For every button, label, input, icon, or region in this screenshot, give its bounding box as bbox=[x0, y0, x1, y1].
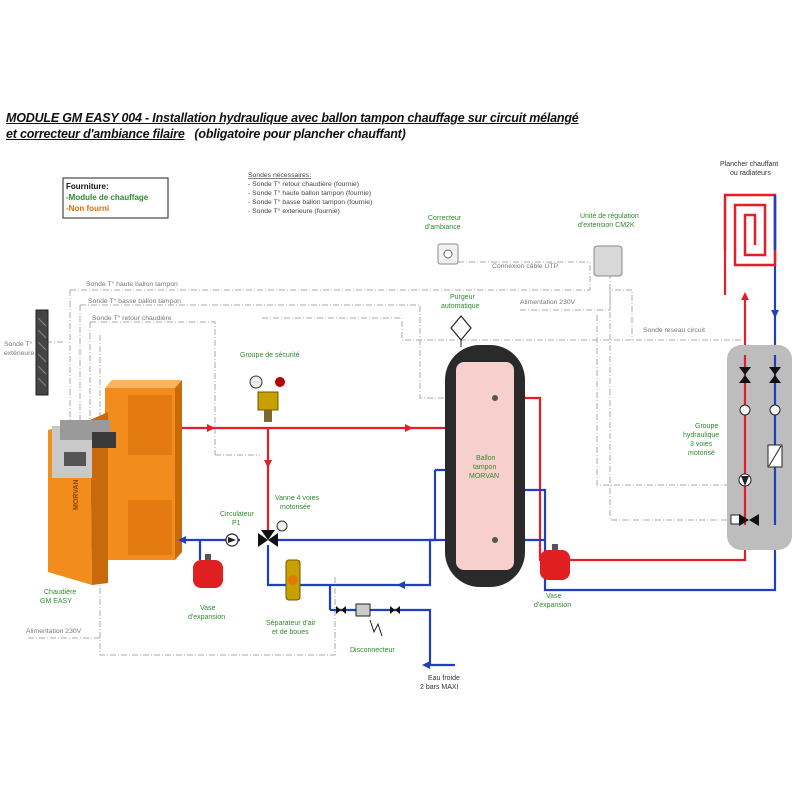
sondes-item: - Sonde T° basse ballon tampon (fournie) bbox=[248, 198, 372, 206]
label-vase2-2: d'expansion bbox=[534, 602, 571, 609]
label-eau-froide-2: 2 bars MAXI bbox=[420, 684, 459, 691]
vanne-4-voies bbox=[258, 520, 288, 547]
vase-expansion-1 bbox=[193, 554, 223, 588]
sondes-list: Sondes nécessaires: - Sonde T° retour ch… bbox=[248, 172, 372, 215]
label-separateur-1: Séparateur d'air bbox=[266, 620, 316, 627]
label-groupe-hyd-1: Groupe bbox=[695, 423, 718, 430]
legend-not-supplied: -Non fourni bbox=[66, 204, 109, 213]
label-chaudiere-1: Chaudière bbox=[44, 589, 76, 596]
label-groupe-hyd-2: hydraulique bbox=[683, 432, 719, 439]
label-purgeur-2: automatique bbox=[441, 303, 480, 310]
boiler: MORVAN bbox=[48, 380, 182, 585]
label-vase1-1: Vase bbox=[200, 605, 216, 612]
legend-heading: Fourniture: bbox=[66, 182, 109, 191]
label-ballon-1: Ballon bbox=[476, 455, 496, 462]
legend-supplied: -Module de chauffage bbox=[66, 193, 149, 202]
label-separateur-2: et de boues bbox=[272, 629, 309, 636]
label-correcteur-1: Correcteur bbox=[428, 215, 462, 222]
label-sonde-haute: Sonde T° haute ballon tampon bbox=[86, 280, 178, 288]
groupe-securite bbox=[249, 375, 285, 422]
purgeur bbox=[450, 315, 472, 341]
ballon-tampon bbox=[445, 345, 525, 587]
label-plancher-2: ou radiateurs bbox=[730, 170, 771, 177]
label-groupe-hyd-3: 3 voies bbox=[690, 441, 713, 448]
label-purgeur-1: Purgeur bbox=[450, 294, 476, 301]
hot-arrows bbox=[207, 292, 749, 468]
label-vase1-2: d'expansion bbox=[188, 614, 225, 621]
separateur-air-boues bbox=[285, 559, 301, 601]
label-unite-2: d'extension CM2K bbox=[578, 222, 635, 229]
sondes-item: - Sonde T° haute ballon tampon (fournie) bbox=[248, 189, 371, 197]
label-circulateur-1: Circulateur bbox=[220, 511, 255, 518]
label-eau-froide-1: Eau froide bbox=[428, 675, 460, 682]
label-sonde-ext-2: extérieure bbox=[4, 350, 34, 357]
label-plancher-1: Plancher chauffant bbox=[720, 161, 778, 168]
label-sonde-reseau: Sonde reseau circuit bbox=[643, 327, 705, 334]
plancher-chauffant bbox=[723, 193, 777, 267]
sondes-item: - Sonde T° retour chaudière (fournie) bbox=[248, 180, 359, 188]
sondes-heading: Sondes nécessaires: bbox=[248, 172, 311, 179]
label-groupe-hyd-4: motorisé bbox=[688, 450, 715, 457]
label-ballon-3: MORVAN bbox=[469, 473, 499, 480]
title-line-2: et correcteur d'ambiance filaire (obliga… bbox=[6, 127, 406, 141]
label-chaudiere-2: GM EASY bbox=[40, 598, 72, 605]
label-groupe-securite: Groupe de sécurité bbox=[240, 352, 300, 359]
label-vase2-1: Vase bbox=[546, 593, 562, 600]
label-sonde-basse: Sonde T° basse ballon tampon bbox=[88, 297, 181, 305]
groupe-hydraulique bbox=[727, 345, 792, 550]
label-sonde-ext-1: Sonde T° bbox=[4, 340, 33, 348]
title-line-1: MODULE GM EASY 004 - Installation hydrau… bbox=[6, 111, 579, 125]
label-vanne-2: motorisée bbox=[280, 504, 311, 511]
boiler-brand: MORVAN bbox=[73, 480, 80, 510]
label-disconnecteur: Disconnecteur bbox=[350, 647, 395, 654]
label-connexion-utp: Connexion câble UTP bbox=[492, 263, 559, 270]
label-unite-1: Unité de régulation bbox=[580, 213, 639, 220]
label-sonde-retour: Sonde T° retour chaudière bbox=[92, 314, 172, 322]
label-ballon-2: tampon bbox=[473, 464, 496, 471]
label-vanne-1: Vanne 4 voies bbox=[275, 495, 319, 502]
cold-arrows bbox=[178, 310, 779, 669]
vase-expansion-2 bbox=[540, 544, 570, 580]
label-alim-unite: Alimentation 230V bbox=[520, 299, 576, 306]
sondes-item: - Sonde T° exterieure (fournie) bbox=[248, 207, 340, 215]
label-correcteur-2: d'ambiance bbox=[425, 224, 461, 231]
label-alim-boiler: Alimentation 230V bbox=[26, 628, 82, 635]
label-circulateur-2: P1 bbox=[232, 520, 241, 527]
unite-regulation bbox=[593, 245, 623, 277]
disconnecteur bbox=[336, 603, 400, 637]
legend-box bbox=[62, 177, 169, 219]
